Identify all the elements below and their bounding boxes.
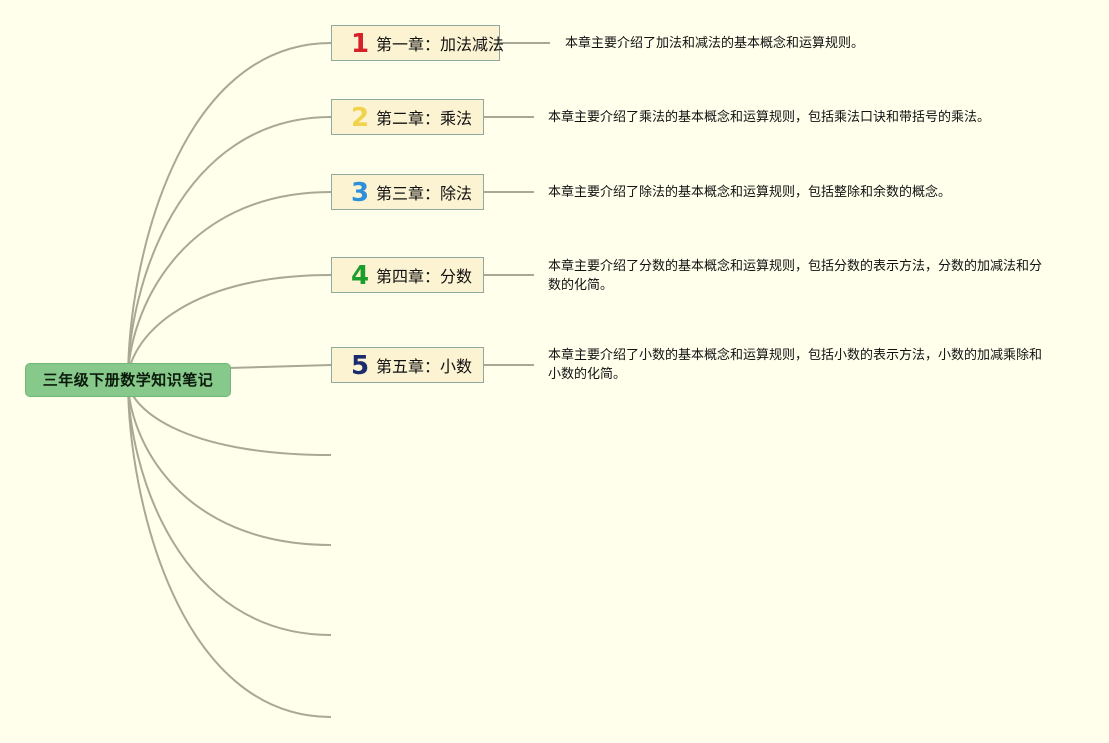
number-1-icon: 1	[346, 29, 374, 59]
svg-text:5: 5	[351, 351, 369, 379]
number-3-icon: 3	[346, 178, 374, 208]
svg-text:4: 4	[351, 261, 369, 289]
chapter-description-4[interactable]: 本章主要介绍了分数的基本概念和运算规则，包括分数的表示方法，分数的加减法和分数的…	[548, 259, 1043, 293]
chapter-title-1: 第一章：加法减法	[376, 35, 505, 54]
link-root-chapter-5	[227, 364, 332, 369]
chapter-description-1[interactable]: 本章主要介绍了加法和减法的基本概念和运算规则。	[565, 36, 865, 51]
chapter-title-3: 第三章：除法	[376, 184, 473, 203]
chapter-title-4: 第四章：分数	[376, 267, 473, 286]
root-topic[interactable]: 三年级下册数学知识笔记	[25, 363, 231, 397]
chapter-description-2[interactable]: 本章主要介绍了乘法的基本概念和运算规则，包括乘法口诀和带括号的乘法。	[548, 110, 991, 125]
chapter-topic-5[interactable]: 5 第五章：小数	[331, 347, 484, 383]
chapter-topic-3[interactable]: 3 第三章：除法	[331, 174, 484, 210]
chapter-description-5[interactable]: 本章主要介绍了小数的基本概念和运算规则，包括小数的表示方法，小数的加减乘除和小数…	[548, 348, 1043, 382]
chapter-title-5: 第五章：小数	[376, 357, 473, 376]
link-root-empty-3	[127, 379, 332, 636]
chapter-topic-1[interactable]: 1 第一章：加法减法	[331, 25, 504, 61]
chapter-topic-4[interactable]: 4 第四章：分数	[331, 257, 484, 293]
number-5-icon: 5	[346, 351, 374, 381]
chapter-description-3[interactable]: 本章主要介绍了除法的基本概念和运算规则，包括整除和余数的概念。	[548, 185, 952, 200]
link-root-chapter-3	[127, 191, 332, 381]
svg-text:1: 1	[351, 29, 369, 57]
number-4-icon: 4	[346, 261, 374, 291]
link-root-chapter-2	[127, 116, 332, 381]
link-root-empty-2	[127, 379, 332, 546]
svg-text:3: 3	[351, 178, 369, 206]
chapter-topic-2[interactable]: 2 第二章：乘法	[331, 99, 484, 135]
link-root-chapter-1	[127, 42, 332, 381]
number-2-icon: 2	[346, 103, 374, 133]
link-root-empty-4	[127, 379, 332, 718]
chapter-title-2: 第二章：乘法	[376, 109, 473, 128]
svg-text:2: 2	[351, 103, 369, 131]
